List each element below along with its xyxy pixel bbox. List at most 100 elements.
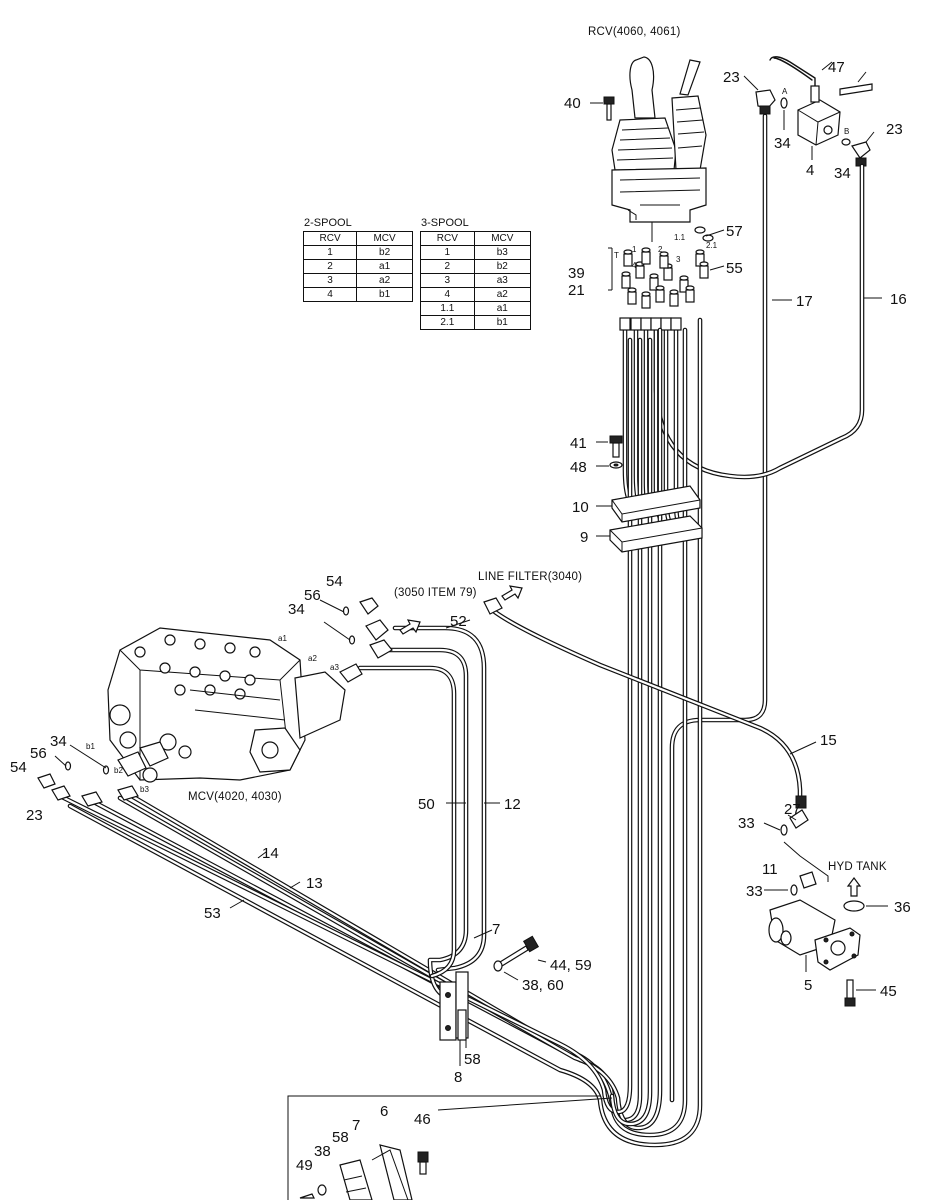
callout-58: 58 [464, 1051, 481, 1068]
port-b1: b1 [86, 742, 95, 751]
oring-36 [843, 900, 865, 912]
callout-57: 57 [726, 223, 743, 240]
callout-7-b: 7 [352, 1117, 360, 1134]
mcv-bolt [189, 666, 201, 678]
mcv-label: MCV(4020, 4030) [188, 791, 282, 803]
pedal-valve-4 [769, 56, 873, 146]
callout-52: 52 [450, 613, 467, 630]
port-T: T [614, 251, 619, 260]
detail-view [287, 1095, 613, 1200]
callout-23-a: 23 [723, 69, 740, 86]
callout-23-b: 23 [886, 121, 903, 138]
rcv-fitting [623, 249, 633, 267]
callout-17: 17 [796, 293, 813, 310]
callout-44-59: 44, 59 [550, 957, 592, 974]
bolt-41 [609, 435, 623, 458]
cell: b1 [473, 315, 532, 330]
col-mcv: MCV [356, 231, 413, 246]
washer-48 [609, 461, 623, 469]
mcv-left-fittings [37, 744, 139, 807]
rcv-fitting [659, 251, 669, 269]
col-rcv: RCV [420, 231, 475, 246]
mcv-bolt [249, 646, 261, 658]
callout-5: 5 [804, 977, 812, 994]
port-2: 2 [658, 245, 663, 254]
callout-23-c: 23 [26, 807, 43, 824]
cell: 2 [420, 259, 475, 274]
oring-34-b [841, 138, 851, 146]
cell: 1.1 [420, 301, 475, 316]
fitting-23-b [851, 141, 871, 167]
callout-58-b: 58 [332, 1129, 349, 1146]
callout-34-b: 34 [834, 165, 851, 182]
cell: b3 [473, 245, 532, 260]
port-B: B [844, 127, 849, 136]
mcv-bolt [219, 670, 231, 682]
washer-38-60 [493, 960, 503, 972]
callout-8: 8 [454, 1069, 462, 1086]
cell: 2 [302, 259, 358, 274]
callout-54-a: 54 [326, 573, 343, 590]
clamp-10 [611, 485, 701, 523]
col-mcv: MCV [473, 231, 532, 246]
callout-6: 6 [380, 1103, 388, 1120]
cell: 2.1 [420, 315, 475, 330]
callout-34-c: 34 [288, 601, 305, 618]
cell: b1 [356, 287, 413, 302]
port-a2: a2 [308, 654, 317, 663]
callout-9: 9 [580, 529, 588, 546]
mcv-valve-block [107, 627, 346, 783]
mcv-bolt [159, 662, 171, 674]
callout-40: 40 [564, 95, 581, 112]
callout-33-a: 33 [738, 815, 755, 832]
mcv-bolt [224, 642, 236, 654]
bolt-44-59 [499, 935, 540, 967]
oring-33-a [780, 824, 788, 836]
rcv-fitting [627, 287, 637, 305]
rcv-fitting [699, 261, 709, 279]
cell: a2 [473, 287, 532, 302]
callout-15: 15 [820, 732, 837, 749]
callout-11: 11 [762, 861, 778, 878]
mcv-bolt [234, 688, 246, 700]
callout-48: 48 [570, 459, 587, 476]
mcv-bolt [174, 684, 186, 696]
oring-57 [694, 226, 706, 234]
mcv-bolt [194, 638, 206, 650]
callout-16: 16 [890, 291, 907, 308]
fitting-23-a [755, 89, 776, 115]
mcv-top-fittings [319, 597, 393, 683]
cell: a2 [356, 273, 413, 288]
callout-53: 53 [204, 905, 221, 922]
cell: 4 [420, 287, 475, 302]
rcv-port-fittings [608, 226, 714, 309]
mcv-bolt [244, 674, 256, 686]
cell: 1 [302, 245, 358, 260]
port-3: 3 [676, 255, 681, 264]
fitting-27 [789, 795, 809, 829]
port-1: 1 [632, 245, 637, 254]
mcv-bolt [164, 634, 176, 646]
cell: a3 [473, 273, 532, 288]
callout-54-b: 54 [10, 759, 27, 776]
cell: b2 [473, 259, 532, 274]
rcv-fitting [621, 271, 631, 289]
port-4: 4 [632, 261, 637, 270]
rcv-fitting [641, 291, 651, 309]
hyd-tank-label: HYD TANK [828, 861, 887, 873]
callout-46: 46 [414, 1111, 431, 1128]
callout-4: 4 [806, 162, 814, 179]
arrow-line-filter [483, 585, 523, 615]
rcv-label: RCV(4060, 4061) [588, 26, 681, 38]
callout-49: 49 [296, 1157, 313, 1174]
